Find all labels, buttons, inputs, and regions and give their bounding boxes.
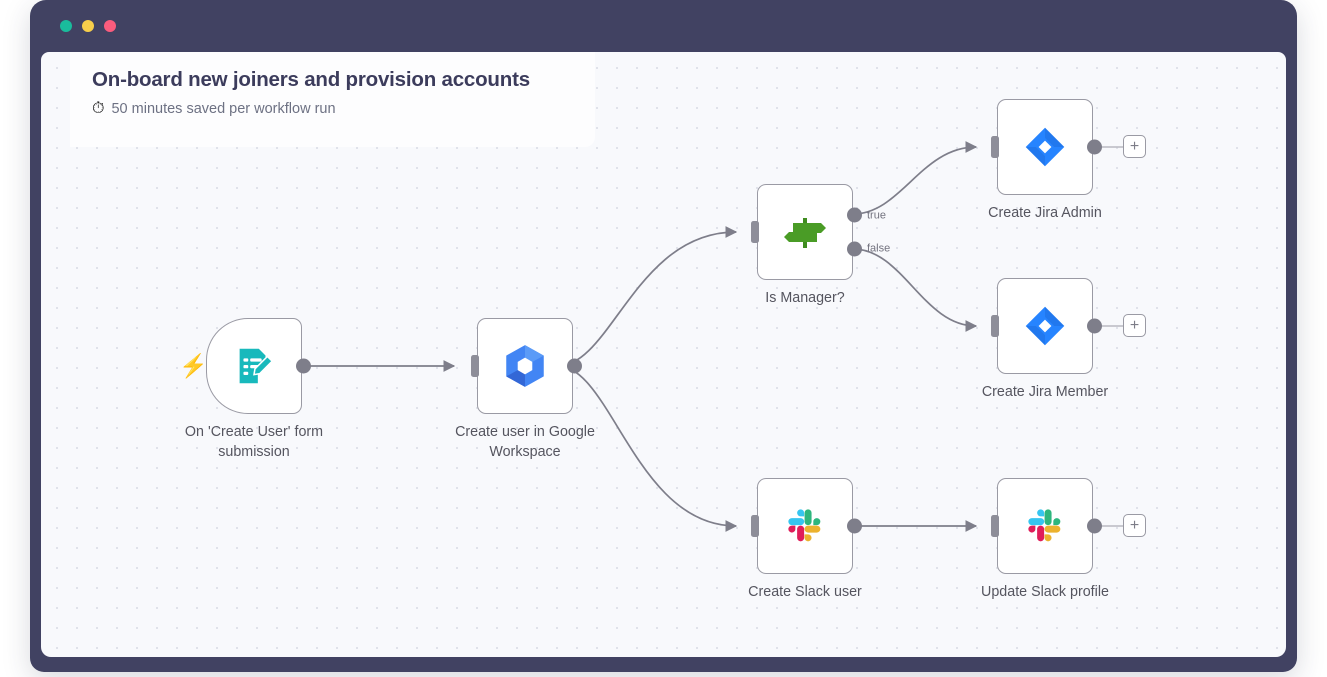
workflow-canvas[interactable]: On-board new joiners and provision accou… <box>41 52 1286 657</box>
port-out-create-jira-member[interactable] <box>1087 318 1102 334</box>
add-node-button-jira-admin[interactable]: + <box>1123 135 1146 158</box>
google-cloud-hexagon-icon <box>506 345 544 387</box>
add-node-button-jira-member[interactable]: + <box>1123 314 1146 337</box>
jira-diamond-icon <box>1025 306 1065 346</box>
port-in-is-manager[interactable] <box>751 221 759 243</box>
node-is-manager[interactable]: true false Is Manager? <box>751 184 890 306</box>
jira-diamond-icon <box>1025 127 1065 167</box>
node-label-form-trigger: On 'Create User' form submission <box>184 424 324 461</box>
port-in-google-workspace[interactable] <box>471 355 479 377</box>
node-google-workspace[interactable]: Create user in Google Workspace <box>455 318 595 460</box>
port-out-create-jira-admin[interactable] <box>1087 139 1102 155</box>
slack-icon <box>788 509 821 542</box>
node-label-update-slack-profile: Update Slack profile <box>981 584 1109 600</box>
window-button-pink[interactable] <box>104 20 116 32</box>
app-window-frame: On-board new joiners and provision accou… <box>30 0 1297 672</box>
node-create-jira-admin[interactable]: Create Jira Admin <box>988 99 1102 221</box>
node-label-google-workspace: Create user in Google Workspace <box>455 424 595 461</box>
slack-icon <box>1028 509 1061 542</box>
time-saved-row: ⏱ 50 minutes saved per workflow run <box>92 100 573 118</box>
add-node-button-slack-profile[interactable]: + <box>1123 514 1146 537</box>
port-out-is-manager-false[interactable]: false <box>847 241 890 257</box>
time-saved-label: 50 minutes saved per workflow run <box>111 101 336 117</box>
node-create-slack-user[interactable]: Create Slack user <box>748 478 862 600</box>
signpost-icon <box>784 218 826 248</box>
workflow-title-card: On-board new joiners and provision accou… <box>70 52 595 147</box>
port-in-update-slack-profile[interactable] <box>991 515 999 537</box>
port-out-create-slack-user[interactable] <box>847 518 862 534</box>
port-in-create-jira-member[interactable] <box>991 315 999 337</box>
port-in-create-slack-user[interactable] <box>751 515 759 537</box>
port-out-update-slack-profile[interactable] <box>1087 518 1102 534</box>
port-out-form-trigger[interactable] <box>296 358 311 374</box>
node-label-create-jira-admin: Create Jira Admin <box>988 205 1102 221</box>
node-label-create-slack-user: Create Slack user <box>748 584 862 600</box>
port-out-is-manager-true[interactable]: true <box>847 207 886 223</box>
form-edit-icon <box>239 348 274 384</box>
page-title: On-board new joiners and provision accou… <box>92 68 530 91</box>
edge-label-true: true <box>867 209 886 222</box>
window-button-yellow[interactable] <box>82 20 94 32</box>
window-traffic-lights <box>60 20 116 32</box>
node-label-create-jira-member: Create Jira Member <box>981 384 1109 400</box>
node-label-is-manager: Is Manager? <box>765 290 845 306</box>
window-titlebar <box>30 0 1297 52</box>
port-in-create-jira-admin[interactable] <box>991 136 999 158</box>
lightning-bolt-icon: ⚡ <box>179 352 208 379</box>
window-button-green[interactable] <box>60 20 72 32</box>
node-form-trigger[interactable]: ⚡ On 'Create User' form submission <box>179 318 323 460</box>
port-out-google-workspace[interactable] <box>567 358 582 374</box>
node-create-jira-member[interactable]: Create Jira Member <box>982 278 1108 400</box>
edge-label-false: false <box>867 242 891 255</box>
stopwatch-icon: ⏱ <box>92 100 105 117</box>
node-update-slack-profile[interactable]: Update Slack profile <box>981 478 1109 600</box>
